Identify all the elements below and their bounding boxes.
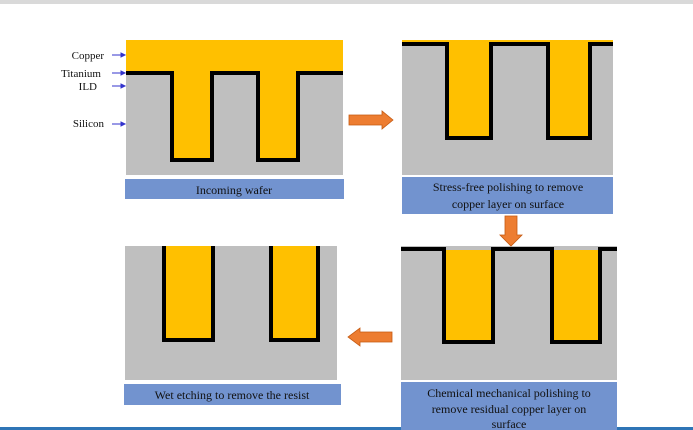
caption-line: Incoming wafer	[196, 183, 272, 197]
caption-box	[402, 177, 613, 214]
label-copper: Copper	[72, 50, 105, 62]
arrow-right-icon	[348, 110, 394, 130]
caption-line: remove residual copper layer on	[432, 402, 587, 416]
panel-stress-free-polishing: Stress-free polishing to remove copper l…	[402, 40, 613, 214]
caption-line: copper layer on surface	[452, 197, 564, 211]
caption-box	[125, 179, 344, 199]
label-ild: ILD	[79, 81, 97, 93]
label-silicon: Silicon	[73, 118, 105, 130]
layer-labels: Copper Titanium ILD Silicon	[61, 50, 127, 130]
panel-wet-etching: Wet etching to remove the resist	[124, 246, 341, 405]
arrow-left-icon	[347, 327, 393, 347]
panel-incoming-wafer: Incoming wafer	[125, 40, 344, 199]
panel-cmp: Chemical mechanical polishing to remove …	[401, 246, 617, 430]
caption-line: Chemical mechanical polishing to	[427, 386, 591, 400]
caption-line: Wet etching to remove the resist	[155, 388, 310, 402]
arrow-down-icon	[499, 215, 523, 247]
caption-box	[124, 384, 341, 405]
top-border	[0, 0, 693, 4]
label-titanium: Titanium	[61, 68, 101, 80]
caption-box	[401, 382, 617, 430]
caption-line: Stress-free polishing to remove	[433, 180, 583, 194]
caption-line: surface	[492, 417, 527, 430]
bottom-border	[0, 427, 693, 430]
